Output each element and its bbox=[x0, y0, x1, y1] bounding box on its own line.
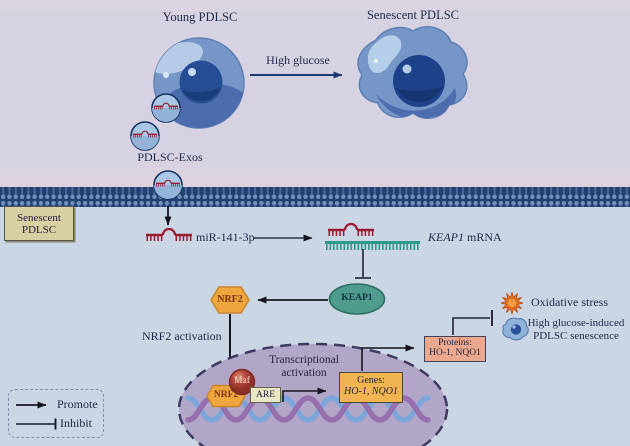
exosome-icon bbox=[131, 122, 159, 150]
maf-label: Maf bbox=[234, 376, 250, 386]
maf-shape bbox=[228, 368, 256, 396]
cell-membrane bbox=[0, 187, 630, 207]
young-pdlsc-label: Young PDLSC bbox=[162, 10, 238, 24]
dna-to-genes-arrow bbox=[282, 387, 327, 402]
mir-141-3p-icon bbox=[146, 229, 192, 238]
nrf2-shape bbox=[210, 286, 250, 314]
proteins-box: Proteins: HO-1, NQO1 bbox=[424, 336, 486, 362]
senescent-compartment-label: Senescent PDLSC bbox=[4, 206, 74, 241]
senescent-pdlsc-label: Senescent PDLSC bbox=[366, 8, 459, 22]
transcriptional-activation-label: Transcriptional activation bbox=[269, 354, 339, 380]
mirna-label: miR-141-3p bbox=[196, 230, 255, 244]
genes-to-proteins-arrow bbox=[361, 344, 415, 371]
proteins-inhibit-line bbox=[452, 310, 493, 335]
inhibit-bar-glyph bbox=[16, 418, 57, 430]
genes-box: Genes: HO-1, NQO1 bbox=[339, 372, 403, 403]
senescence-cell-icon bbox=[502, 317, 529, 341]
oxidative-stress-icon bbox=[500, 291, 524, 315]
keap1-mrna-label: KEAP1 mRNA bbox=[428, 230, 502, 244]
nrf2-activation-label: NRF2 activation bbox=[142, 329, 222, 343]
pdlsc-exos-label: PDLSC-Exos bbox=[137, 150, 203, 164]
senescence-label: High glucose-induced PDLSC senescence bbox=[527, 317, 625, 342]
keap1-protein-shape bbox=[328, 283, 386, 315]
legend-inhibit-label: Inhibit bbox=[60, 416, 92, 430]
exosome-entering-icon bbox=[154, 171, 182, 199]
extracellular-background bbox=[0, 0, 630, 187]
legend-promote-label: Promote bbox=[57, 397, 98, 411]
mrna-inhibit-line bbox=[355, 249, 371, 279]
legend-box bbox=[8, 389, 104, 438]
legend-glyphs bbox=[16, 401, 57, 430]
are-element: ARE bbox=[250, 387, 281, 403]
nrf2-nucleus-label: NRF2 bbox=[213, 390, 239, 400]
keap1-label: KEAP1 bbox=[341, 293, 373, 303]
nrf2-label: NRF2 bbox=[217, 294, 243, 305]
high-glucose-label: High glucose bbox=[266, 53, 330, 67]
oxidative-stress-label: Oxidative stress bbox=[531, 295, 608, 309]
exosome-icon bbox=[152, 94, 180, 122]
senescent-pdlsc-cell bbox=[357, 25, 468, 120]
keap1-mrna-icon bbox=[325, 224, 420, 250]
